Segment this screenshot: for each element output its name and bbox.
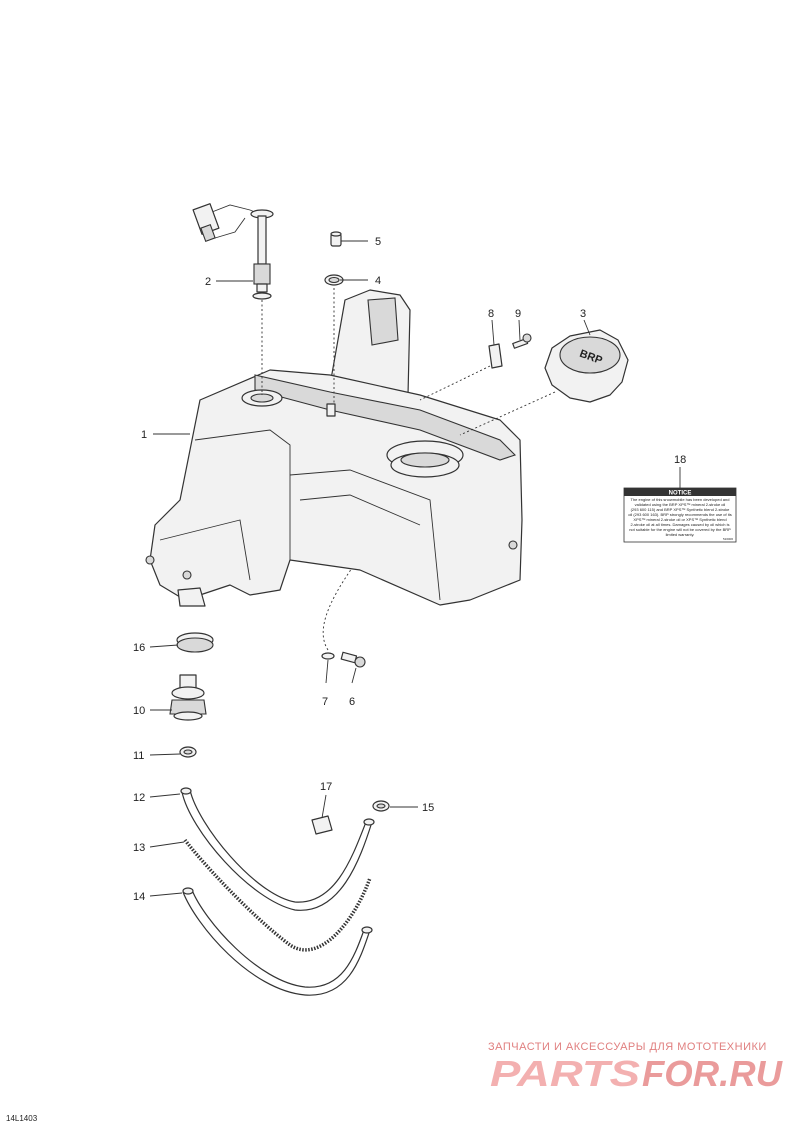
callout-3: 3: [580, 308, 586, 320]
hoses: [180, 787, 375, 996]
notice-line: The engine of this snowmobile has been d…: [631, 497, 730, 502]
leader-lines: [149, 240, 681, 897]
callout-12: 12: [133, 792, 145, 804]
callout-5: 5: [375, 236, 381, 248]
callout-10: 10: [133, 705, 145, 717]
notice-code: 516006: [723, 537, 733, 541]
notice-line: oil (293 600 163). BRP strongly recommen…: [628, 512, 732, 517]
level-sensor: [192, 203, 274, 395]
callout-7: 7: [322, 696, 328, 708]
callout-2: 2: [205, 276, 211, 288]
callout-18: 18: [674, 454, 686, 466]
figure-code: 14L1403: [6, 1114, 38, 1123]
callout-1: 1: [141, 429, 147, 441]
callout-17: 17: [320, 781, 332, 793]
callout-15: 15: [422, 802, 434, 814]
callout-11: 11: [133, 750, 144, 762]
watermark-brand-left: PARTS: [490, 1053, 640, 1094]
oil-tank: [145, 289, 523, 607]
notice-line: limited warranty.: [666, 532, 695, 537]
nut-and-screw: [419, 333, 532, 401]
callout-6: 6: [349, 696, 355, 708]
callout-4: 4: [375, 275, 381, 287]
callout-8: 8: [488, 308, 494, 320]
watermark: ЗАПЧАСТИ И АКСЕССУАРЫ ДЛЯ МОТОТЕХНИКИ PA…: [488, 1041, 783, 1094]
watermark-brand-right: FOR.RU: [642, 1053, 783, 1094]
callout-13: 13: [133, 842, 145, 854]
callout-16: 16: [133, 642, 145, 654]
notice-label: NOTICE The engine of this snowmobile has…: [623, 487, 737, 543]
notice-line: (293 600 115) and BRP XPS™ Synthetic ble…: [631, 507, 731, 512]
screw-and-washer: [321, 567, 366, 668]
notice-line: XPS™ mineral 2-stroke oil or XPS™ Synthe…: [633, 517, 726, 522]
callout-numbers: 1 2 3 4 5 6 7 8 9 10 11 12 13 14 15 16 1…: [133, 236, 686, 903]
notice-line: 2-stroke oil at all times. Damages cause…: [631, 522, 730, 527]
callout-14: 14: [133, 891, 145, 903]
filler-cap: BRP: [459, 329, 629, 436]
notice-line: not suitable for the engine will not be …: [629, 527, 731, 532]
outlet-fittings: [169, 632, 214, 758]
hose-clips: [311, 800, 390, 835]
callout-9: 9: [515, 308, 521, 320]
watermark-tagline: ЗАПЧАСТИ И АКСЕССУАРЫ ДЛЯ МОТОТЕХНИКИ: [488, 1041, 767, 1053]
notice-line: validated using the BRP XPS™ mineral 2-s…: [635, 502, 726, 507]
notice-heading: NOTICE: [669, 491, 692, 497]
